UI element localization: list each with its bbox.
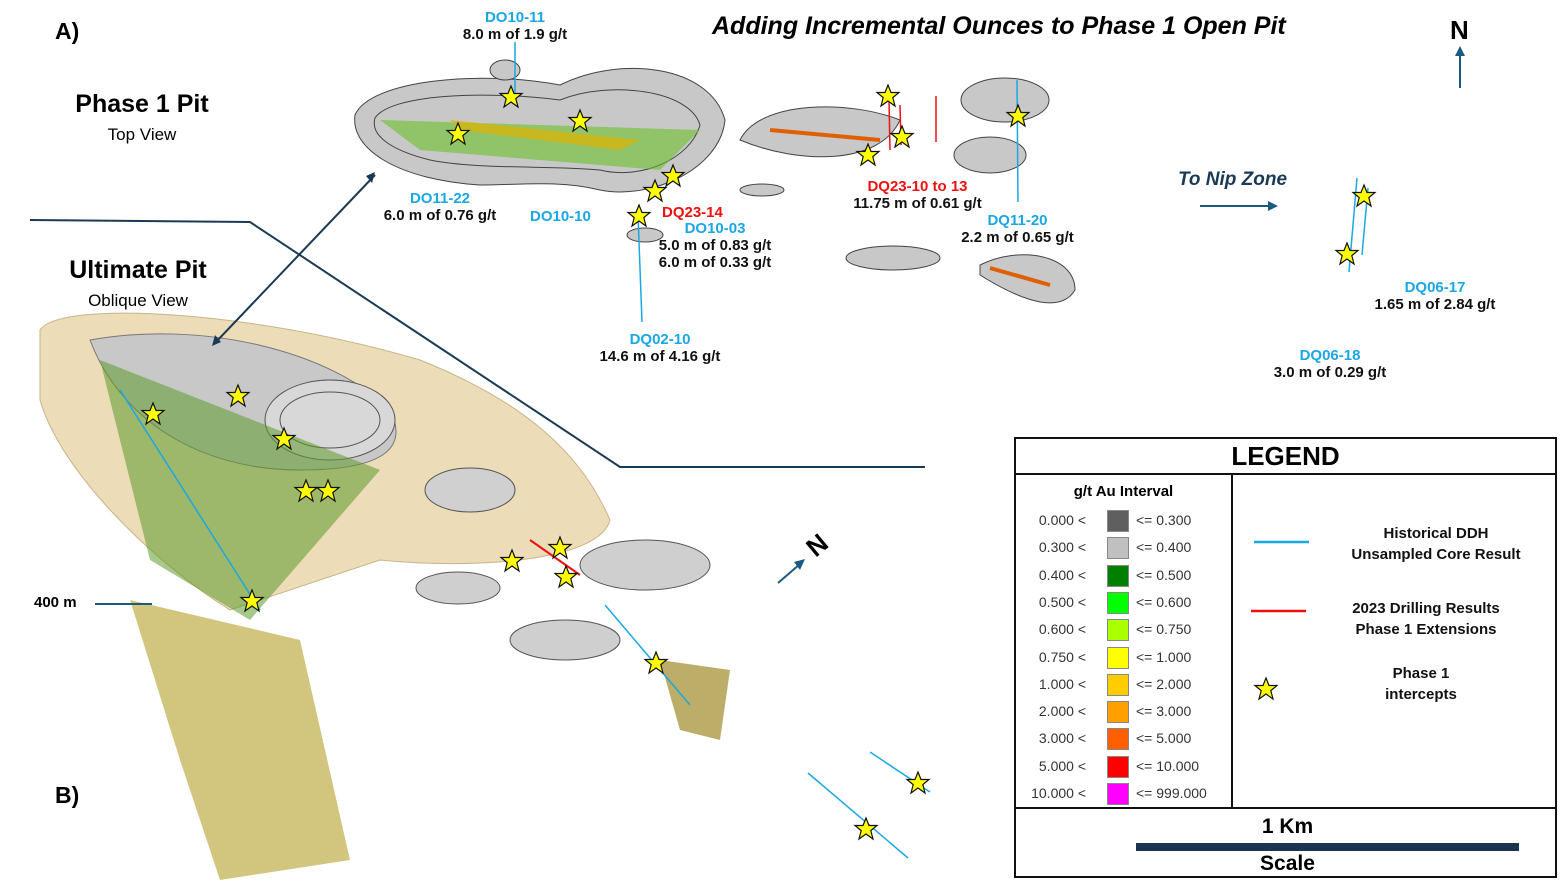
scale-value: 1 Km <box>1261 815 1314 838</box>
drillhole-label: DQ23-14 <box>662 204 723 221</box>
scale-label: Scale <box>1260 852 1315 875</box>
legend-interval-row: 5.000 < <= 10.000 <box>1016 755 1226 779</box>
interval-high: <= 5.000 <box>1136 730 1192 747</box>
legend-interval-row: 10.000 < <= 999.000 <box>1016 782 1226 806</box>
interval-high: <= 0.750 <box>1136 621 1192 638</box>
interval-low: 2.000 < <box>1038 703 1086 720</box>
interval-title: g/t Au Interval <box>1073 483 1174 500</box>
interval-swatch <box>1107 701 1129 724</box>
interval-low: 3.000 < <box>1038 730 1086 747</box>
phase1-heading: Phase 1 Pit <box>75 90 209 118</box>
to-nip-zone: To Nip Zone <box>1178 169 1288 190</box>
interval-low: 0.300 < <box>1038 539 1086 556</box>
interval-high: <= 2.000 <box>1136 675 1192 692</box>
legend-interval-row: 0.300 < <= 0.400 <box>1016 536 1226 560</box>
panel-b-label: B) <box>55 782 80 808</box>
interval-swatch <box>1107 673 1129 696</box>
interval-low: 1.000 < <box>1038 675 1086 692</box>
phase1-subheading: Top View <box>107 125 177 144</box>
legend-interval-row: 0.600 < <= 0.750 <box>1016 618 1226 642</box>
north-arrow-b <box>777 563 801 584</box>
ultimate-pit-oblique <box>39 312 931 880</box>
panel-a-label: A) <box>55 18 80 44</box>
link-arrow <box>214 174 376 344</box>
legend-interval-row: 3.000 < <= 5.000 <box>1016 727 1226 751</box>
interval-swatch <box>1107 591 1129 614</box>
legend-interval-row: 1.000 < <= 2.000 <box>1016 673 1226 697</box>
interval-swatch <box>1107 564 1129 587</box>
interval-high: <= 10.000 <box>1136 757 1200 774</box>
interval-high: <= 0.600 <box>1136 593 1192 610</box>
interval-high: <= 3.000 <box>1136 703 1192 720</box>
depth-label: 400 m <box>34 594 77 611</box>
interval-low: 0.000 < <box>1038 512 1086 528</box>
legend-interval-row: 2.000 < <= 3.000 <box>1016 700 1226 724</box>
ultimate-subheading: Oblique View <box>88 291 188 310</box>
interval-high: <= 0.400 <box>1136 539 1192 556</box>
drillhole-label: DO10-10 <box>530 208 591 225</box>
interval-high: <= 999.000 <box>1136 785 1207 801</box>
interval-swatch <box>1107 783 1129 805</box>
interval-high: <= 0.500 <box>1136 566 1192 583</box>
interval-swatch <box>1107 537 1129 560</box>
interval-high: <= 1.000 <box>1136 648 1192 665</box>
figure-title: Adding Incremental Ounces to Phase 1 Ope… <box>712 12 1286 40</box>
legend-interval-row: 0.750 < <= 1.000 <box>1016 646 1226 670</box>
interval-swatch <box>1107 728 1129 751</box>
legend-interval-row: 0.000 < <= 0.300 <box>1016 509 1226 533</box>
interval-swatch <box>1107 619 1129 642</box>
interval-low: 0.600 < <box>1038 621 1086 638</box>
section-line <box>29 219 925 468</box>
north-label-a: N <box>1450 15 1469 45</box>
interval-low: 0.500 < <box>1038 593 1086 610</box>
phase1-pit-top-view <box>354 42 1369 323</box>
legend-interval-row: 0.400 < <= 0.500 <box>1016 564 1226 588</box>
interval-swatch <box>1107 646 1129 669</box>
interval-swatch <box>1107 510 1129 532</box>
interval-low: 0.400 < <box>1038 566 1086 583</box>
ultimate-heading: Ultimate Pit <box>69 256 207 284</box>
legend-interval-row: 0.500 < <= 0.600 <box>1016 591 1226 615</box>
interval-low: 5.000 < <box>1038 757 1086 774</box>
interval-high: <= 0.300 <box>1136 512 1192 528</box>
interval-swatch <box>1107 755 1129 778</box>
legend-title: LEGEND <box>1016 439 1555 475</box>
interval-low: 10.000 < <box>1031 785 1086 801</box>
interval-low: 0.750 < <box>1038 648 1086 665</box>
